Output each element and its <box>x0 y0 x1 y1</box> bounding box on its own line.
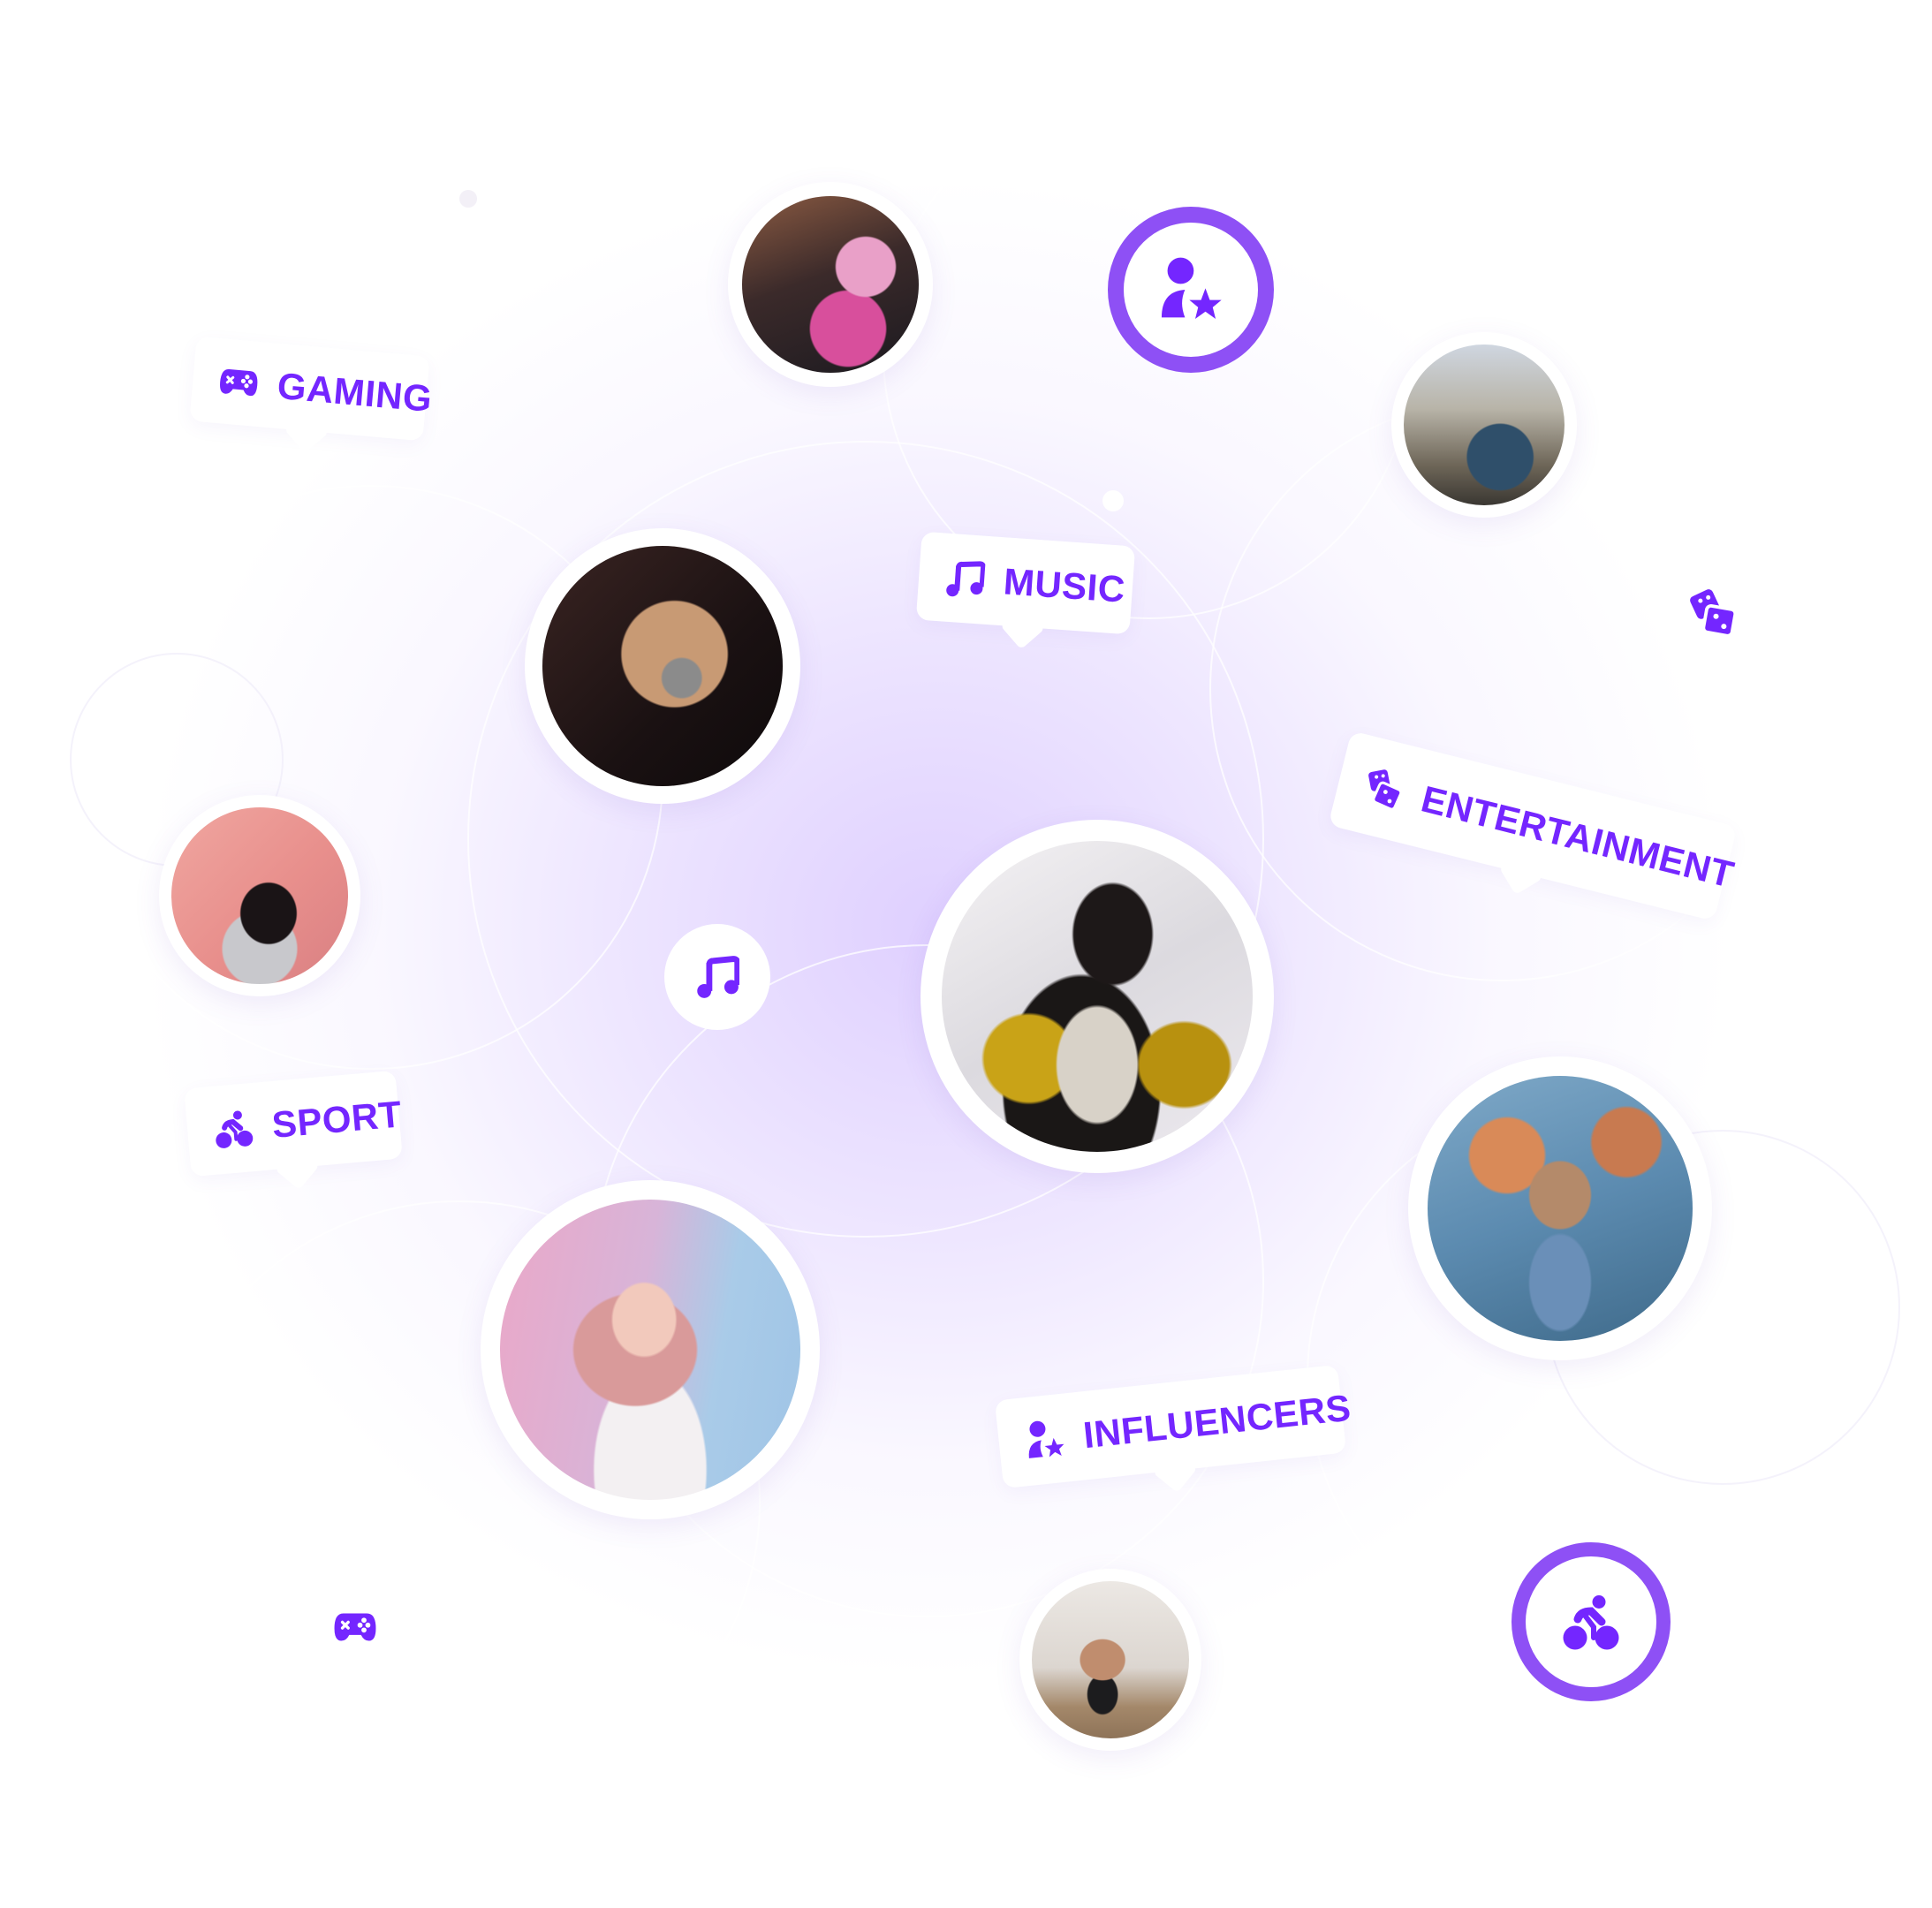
avatar-gamer[interactable] <box>728 182 933 387</box>
category-label: SPORT <box>269 1093 404 1147</box>
decor-dot <box>459 190 477 208</box>
category-tag-influencers[interactable]: INFLUENCERS <box>994 1364 1352 1489</box>
avatar-photo <box>1404 344 1565 505</box>
avatar-map-woman[interactable] <box>1408 1056 1712 1360</box>
music-note-icon <box>697 956 739 998</box>
avatar-photo <box>742 196 919 373</box>
avatar-fitness-woman[interactable] <box>525 528 800 804</box>
sport-ring[interactable] <box>1512 1542 1671 1701</box>
decor-dot <box>574 1599 597 1622</box>
gamepad-icon <box>220 368 258 397</box>
influencer-ring[interactable] <box>1108 207 1274 373</box>
cyclist-icon <box>1563 1595 1619 1650</box>
avatar-traveler-man[interactable] <box>1391 332 1577 518</box>
category-tag-gaming[interactable]: GAMING <box>189 336 434 442</box>
category-tag-entertainment[interactable]: ENTERTAINMENT <box>1328 731 1739 921</box>
avatar-photo <box>542 546 783 786</box>
cyclist-icon <box>216 1110 254 1148</box>
decor-dot <box>1102 490 1124 511</box>
avatar-pink-hair-woman[interactable] <box>481 1180 820 1519</box>
dice-chip[interactable] <box>1659 558 1769 668</box>
decor-dot <box>163 592 195 624</box>
avatar-photo <box>171 807 348 984</box>
gamepad-chip[interactable] <box>311 1583 399 1671</box>
dice-icon <box>1690 589 1738 638</box>
decor-dot <box>1776 945 1815 984</box>
category-label: MUSIC <box>1002 560 1127 610</box>
avatar-photo <box>1428 1076 1693 1341</box>
avatar-photo <box>942 841 1253 1152</box>
category-label: GAMING <box>276 364 435 420</box>
gamepad-icon <box>334 1613 376 1641</box>
category-tag-sport[interactable]: SPORT <box>184 1070 404 1177</box>
category-label: INFLUENCERS <box>1081 1386 1353 1457</box>
user-star-icon <box>1028 1420 1064 1458</box>
music-note-icon <box>946 561 986 597</box>
avatar-mirror-selfie[interactable] <box>1019 1569 1201 1751</box>
avatar-photo <box>500 1200 800 1500</box>
user-star-icon <box>1161 257 1222 320</box>
music-chip[interactable] <box>664 924 770 1030</box>
avatar-selfie-woman[interactable] <box>159 795 360 996</box>
avatar-fashion-woman[interactable] <box>921 820 1274 1173</box>
avatar-photo <box>1032 1581 1189 1738</box>
category-tag-music[interactable]: MUSIC <box>915 531 1136 635</box>
dice-icon <box>1368 769 1403 811</box>
